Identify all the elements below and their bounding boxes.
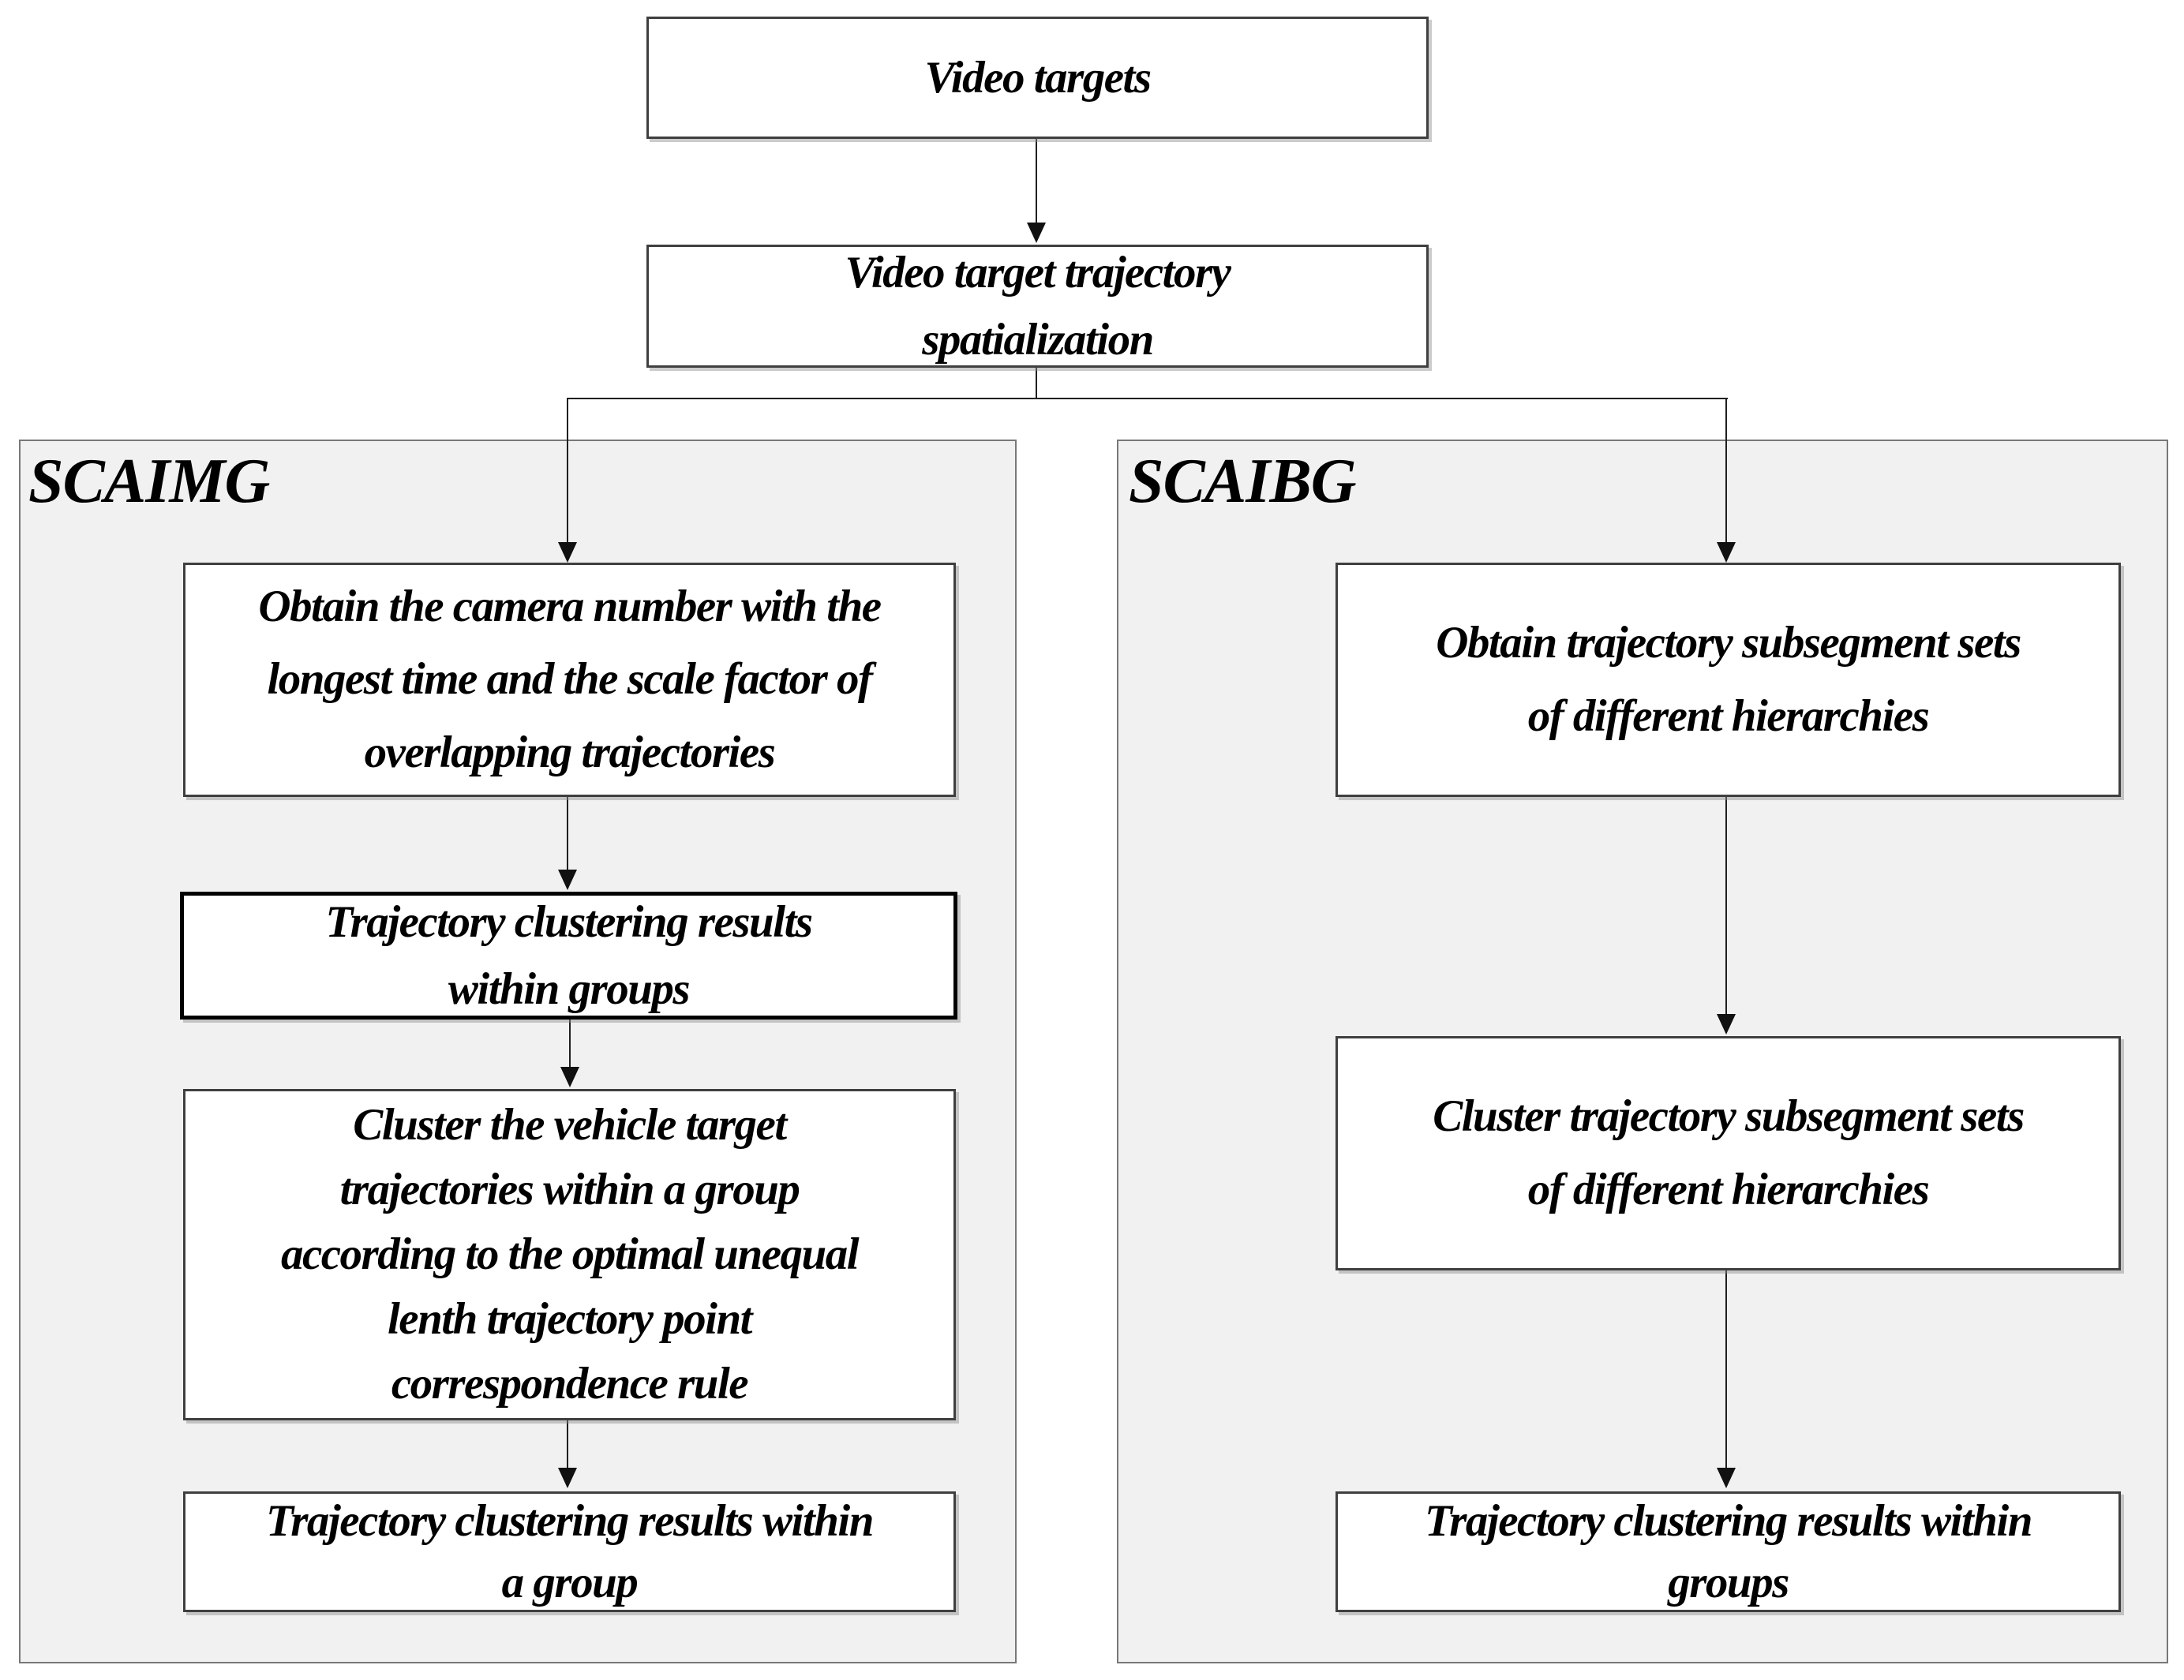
arrowhead-scaibg-step2	[1717, 1014, 1736, 1035]
node-scaibg-step1-label: Obtain trajectory subsegment sets of dif…	[1436, 618, 2021, 741]
node-scaimg-step2-label: Trajectory clustering results within gro…	[325, 896, 813, 1015]
connector-branch-right	[1725, 398, 1727, 544]
arrowhead-scaimg-step1	[558, 542, 577, 563]
node-scaimg-step1: Obtain the camera number with the longes…	[183, 563, 956, 797]
arrowhead-scaibg-step3	[1717, 1468, 1736, 1488]
connector-scaimg-step3-step4	[567, 1420, 568, 1471]
node-spatialization-label: Video target trajectory spatialization	[845, 247, 1231, 365]
connector-scaimg-step2-step3	[569, 1020, 571, 1068]
node-video-targets: Video targets	[646, 17, 1429, 139]
node-scaibg-step2-label: Cluster trajectory subsegment sets of di…	[1433, 1091, 2025, 1214]
node-scaibg-step3-label: Trajectory clustering results within gro…	[1425, 1495, 2032, 1607]
node-scaimg-step4: Trajectory clustering results within a g…	[183, 1491, 956, 1612]
node-scaimg-step3-label: Cluster the vehicle target trajectories …	[280, 1099, 860, 1409]
connector-scaibg-step2-step3	[1725, 1270, 1727, 1471]
connector-branch-left	[567, 398, 568, 544]
panel-label-scaibg: SCAIBG	[1129, 447, 1356, 516]
arrowhead-scaimg-step3	[560, 1067, 579, 1087]
arrowhead-scaibg-step1	[1717, 542, 1736, 563]
arrowhead-scaimg-step2	[558, 870, 577, 890]
connector-spatialization-stub	[1036, 368, 1037, 399]
connector-scaimg-step1-step2	[567, 797, 568, 873]
panel-label-scaimg: SCAIMG	[28, 447, 270, 516]
node-scaimg-step2: Trajectory clustering results within gro…	[180, 892, 957, 1020]
arrowhead-scaimg-step4	[558, 1468, 577, 1488]
connector-video-targets-to-spatialization	[1036, 139, 1037, 224]
node-spatialization: Video target trajectory spatialization	[646, 245, 1429, 368]
node-scaimg-step3: Cluster the vehicle target trajectories …	[183, 1089, 956, 1420]
node-video-targets-label: Video targets	[924, 52, 1152, 103]
node-scaimg-step1-label: Obtain the camera number with the longes…	[258, 582, 882, 777]
arrowhead-spatialization	[1027, 223, 1046, 243]
node-scaibg-step3: Trajectory clustering results within gro…	[1335, 1491, 2121, 1612]
connector-scaibg-step1-step2	[1725, 797, 1727, 1017]
node-scaibg-step2: Cluster trajectory subsegment sets of di…	[1335, 1036, 2121, 1270]
node-scaibg-step1: Obtain trajectory subsegment sets of dif…	[1335, 563, 2121, 797]
node-scaimg-step4-label: Trajectory clustering results within a g…	[266, 1495, 874, 1607]
connector-branch-split	[568, 398, 1728, 399]
